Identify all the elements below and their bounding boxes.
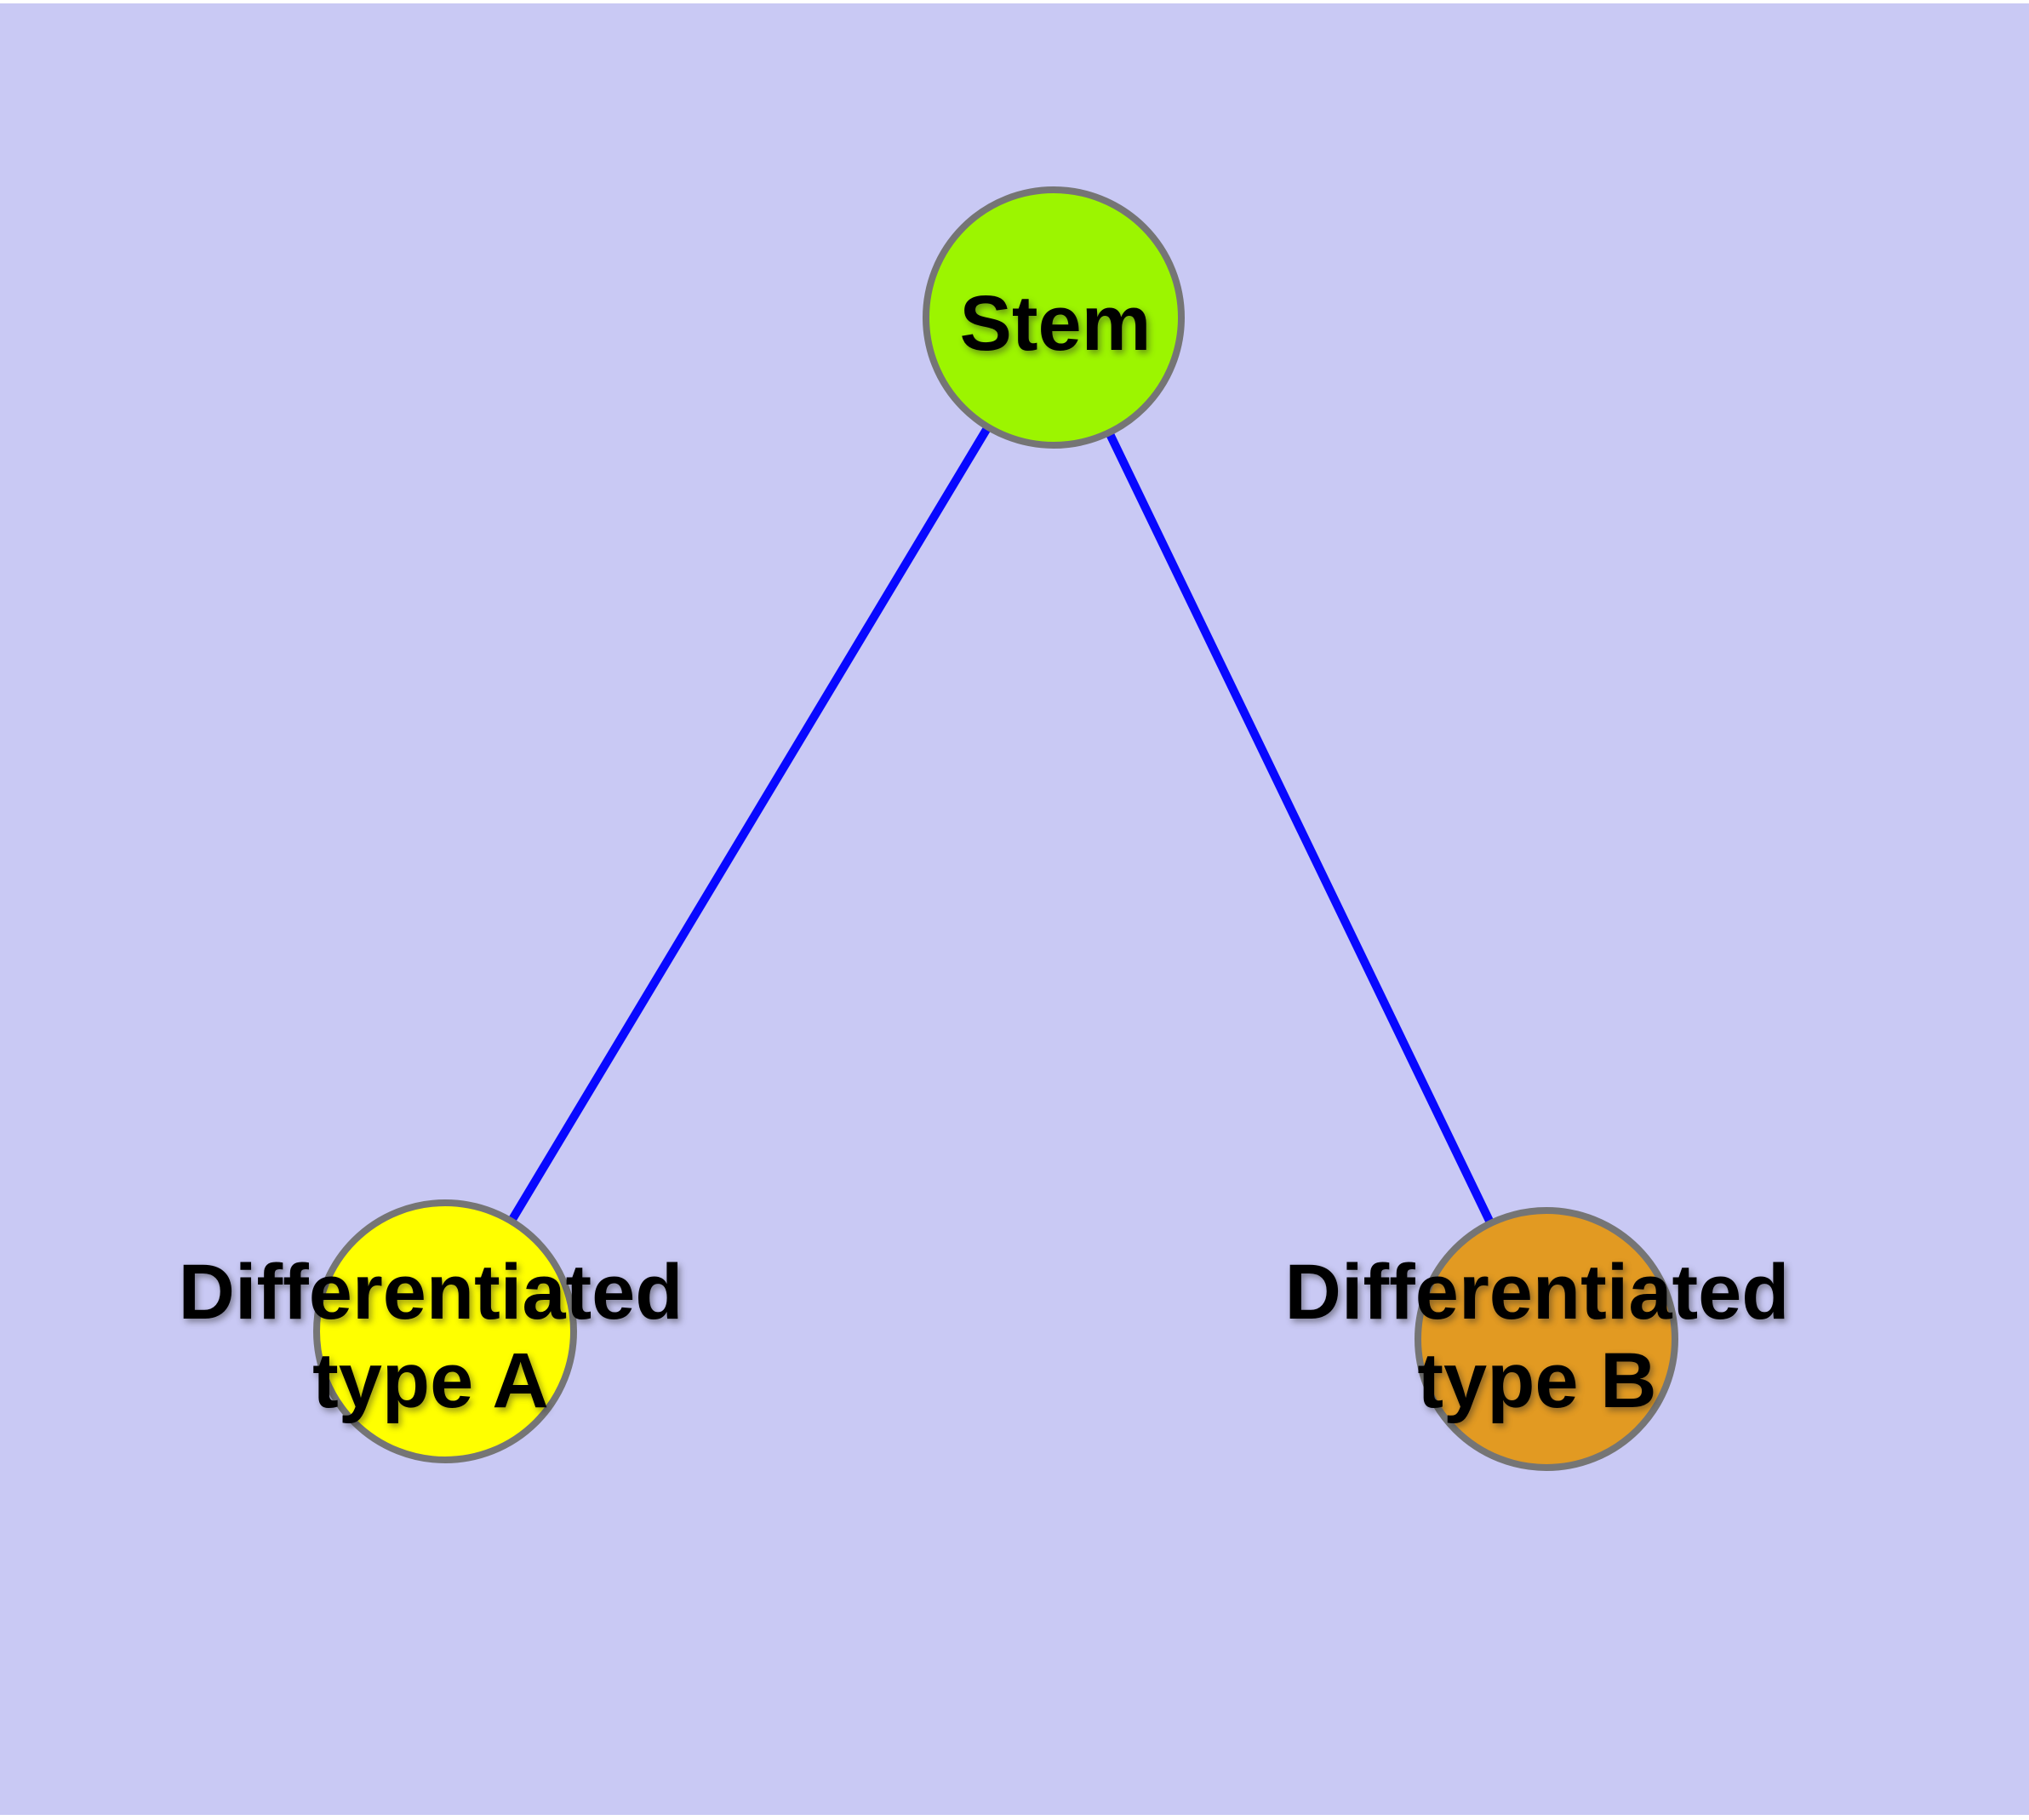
node-stem-circle (923, 186, 1185, 449)
edge-stem-to-type-b (1049, 315, 1551, 1342)
node-type-a-label-line-2: type A (312, 1337, 549, 1424)
node-type-b-label-line-2: type B (1417, 1337, 1656, 1424)
edge-stem-to-type-a (441, 315, 1058, 1334)
node-type-b-label-line-1: Differentiated (1285, 1249, 1790, 1336)
node-type-a-label-line-1: Differentiated (179, 1249, 683, 1336)
node-stem-label: Stem (960, 280, 1152, 367)
node-type-b-circle (1415, 1207, 1678, 1471)
node-type-a-circle (313, 1199, 577, 1463)
